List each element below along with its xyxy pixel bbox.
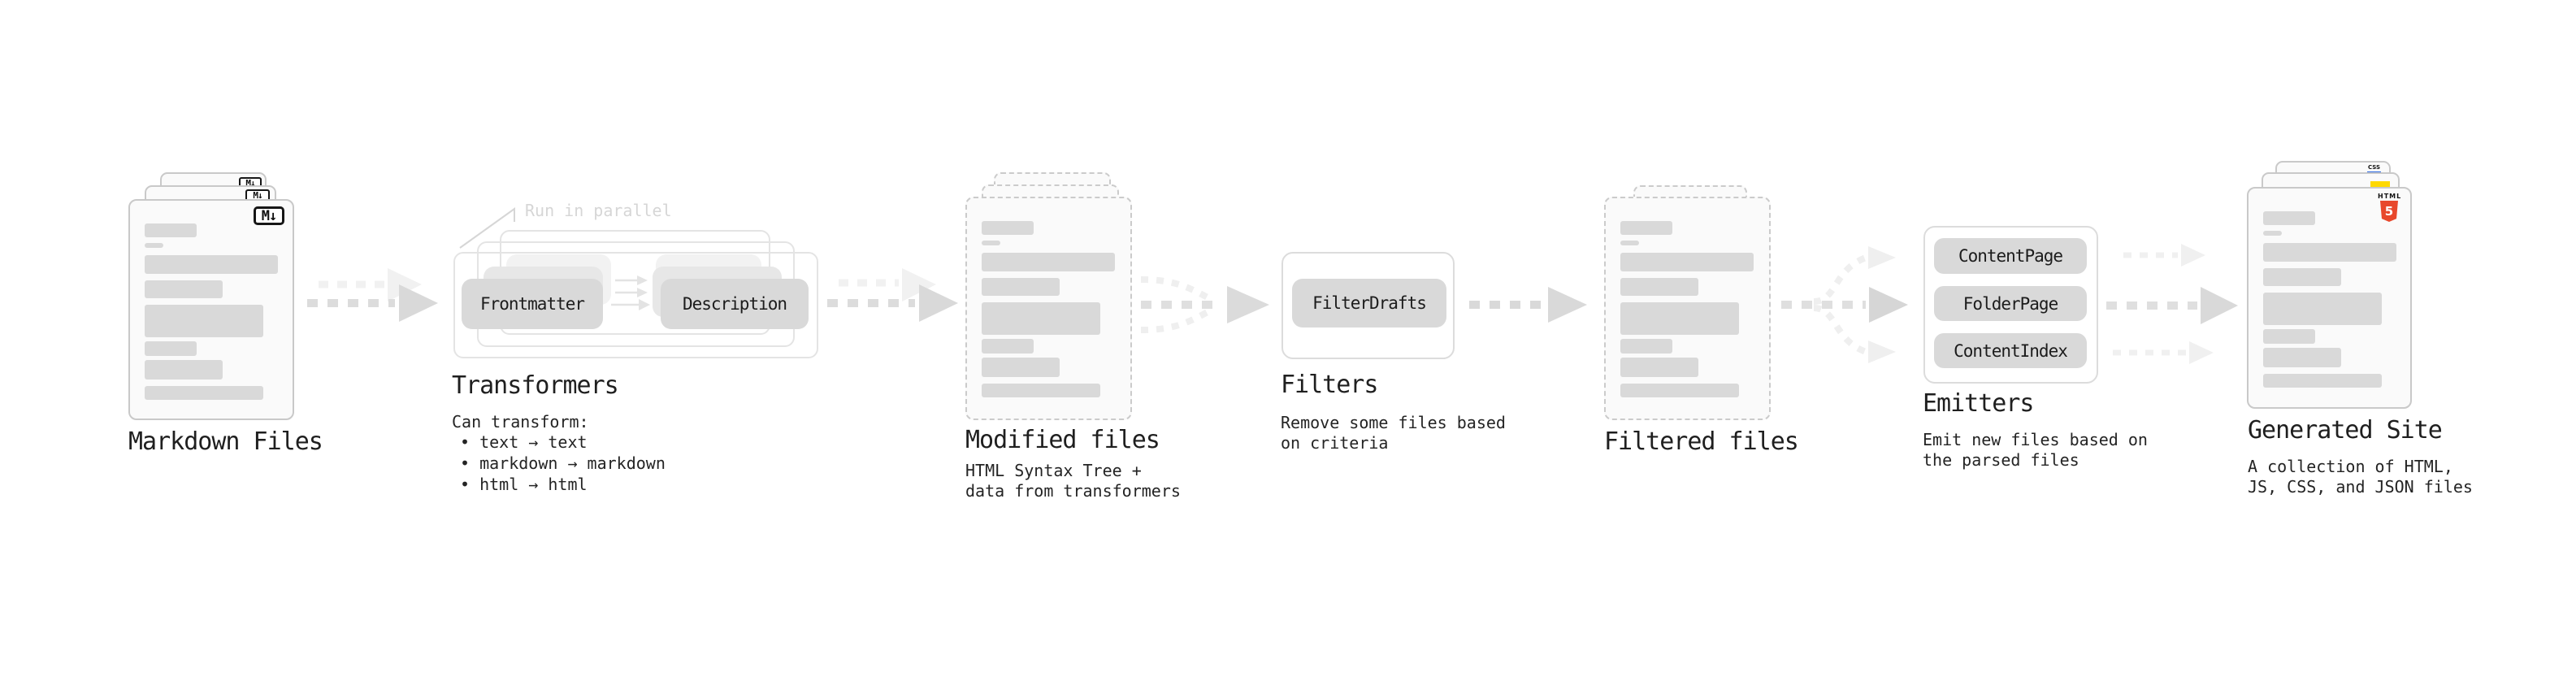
skeleton-bar [982, 384, 1100, 397]
skeleton-bar [982, 278, 1060, 296]
arrow-transformers-to-modified [827, 268, 958, 322]
stage-description: Emit new files based on the parsed files [1923, 430, 2148, 471]
description-line: on criteria [1281, 433, 1389, 453]
emitter-contentpage-chip: ContentPage [1934, 238, 2087, 274]
stage-title-generated: Generated Site [2248, 416, 2443, 445]
markdown-icon: M↓ [254, 206, 284, 225]
skeleton-bar [1620, 241, 1639, 245]
transformer-frame-front [453, 252, 818, 358]
description-line: A collection of HTML, [2248, 457, 2453, 476]
stage-title-markdown: Markdown Files [128, 427, 323, 456]
arrow-markdown-to-transformers [307, 268, 438, 322]
stage-description: A collection of HTML, JS, CSS, and JSON … [2248, 457, 2473, 497]
skeleton-bar [982, 302, 1100, 335]
file-card-generated: HTML 5 [2247, 187, 2412, 409]
emitter-contentindex-chip: ContentIndex [1934, 333, 2087, 368]
transformer-frontmatter-chip: Frontmatter [462, 279, 603, 329]
html5-numeral: 5 [2384, 204, 2394, 219]
skeleton-bar [145, 305, 263, 337]
stage-title-modified: Modified files [965, 426, 1160, 454]
skeleton-bar [2263, 348, 2341, 367]
html5-wordmark: HTML [2378, 193, 2402, 200]
skeleton-bar [2263, 231, 2282, 236]
stage-title-transformers: Transformers [452, 371, 619, 400]
skeleton-bar [1620, 302, 1739, 335]
skeleton-bar [1620, 253, 1754, 271]
skeleton-bar [145, 223, 197, 237]
skeleton-bar [2263, 293, 2382, 325]
stage-description: Remove some files based on criteria [1281, 413, 1506, 453]
skeleton-bar [145, 243, 163, 248]
list-item: • html → html [460, 475, 588, 494]
skeleton-bar [2263, 243, 2396, 262]
html5-shield: 5 [2380, 201, 2398, 222]
emitter-folderpage-chip: FolderPage [1934, 286, 2087, 321]
transform-capabilities-list: • text → text • markdown → markdown • ht… [460, 432, 666, 495]
skeleton-bar [982, 358, 1060, 377]
description-line: HTML Syntax Tree + [965, 461, 1142, 480]
description-line: Emit new files based on [1923, 430, 2148, 449]
skeleton-bar [982, 253, 1115, 271]
skeleton-bar [1620, 384, 1739, 397]
arrow-modified-to-filters-merge [1140, 276, 1269, 333]
skeleton-bar [2263, 211, 2315, 225]
stage-title-filters: Filters [1281, 371, 1378, 399]
list-item: • markdown → markdown [460, 453, 666, 473]
stage-description: HTML Syntax Tree + data from transformer… [965, 461, 1181, 501]
description-line: JS, CSS, and JSON files [2248, 477, 2473, 497]
skeleton-bar [1620, 339, 1672, 354]
skeleton-bar [2263, 374, 2382, 388]
html5-icon: HTML 5 [2378, 193, 2400, 222]
arrows-emitters-to-generated [2106, 244, 2238, 364]
skeleton-bar [2263, 329, 2315, 344]
description-line: the parsed files [1923, 450, 2079, 470]
arrow-filters-to-filtered [1469, 287, 1587, 323]
css-wordmark: CSS [2367, 164, 2381, 171]
file-card-filtered [1604, 197, 1771, 420]
skeleton-bar [145, 386, 263, 400]
skeleton-bar [2263, 268, 2341, 286]
stage-title-emitters: Emitters [1923, 389, 2034, 418]
skeleton-bar [982, 221, 1034, 235]
description-line: Remove some files based [1281, 413, 1506, 432]
skeleton-bar [145, 360, 223, 380]
skeleton-bar [145, 341, 197, 356]
skeleton-bar [982, 241, 1000, 245]
skeleton-bar [1620, 221, 1672, 235]
skeleton-bar [145, 280, 223, 298]
stage-title-filtered: Filtered files [1604, 427, 1799, 456]
file-card-modified [965, 197, 1132, 420]
file-card-markdown: M↓ [128, 199, 294, 420]
skeleton-bar [145, 255, 278, 274]
run-in-parallel-callout-line [459, 207, 515, 249]
skeleton-bar [1620, 358, 1698, 377]
filter-drafts-chip: FilterDrafts [1292, 279, 1446, 327]
parallel-transform-arrows [611, 275, 650, 310]
js-icon [2370, 181, 2390, 189]
stage-description: Can transform: [452, 412, 589, 432]
run-in-parallel-note: Run in parallel [525, 201, 672, 220]
skeleton-bar [1620, 278, 1698, 296]
skeleton-bar [982, 339, 1034, 354]
description-line: data from transformers [965, 481, 1181, 501]
list-item: • text → text [460, 432, 588, 452]
transformer-description-chip: Description [661, 279, 809, 329]
arrow-filtered-to-emitters-split [1781, 246, 1908, 363]
